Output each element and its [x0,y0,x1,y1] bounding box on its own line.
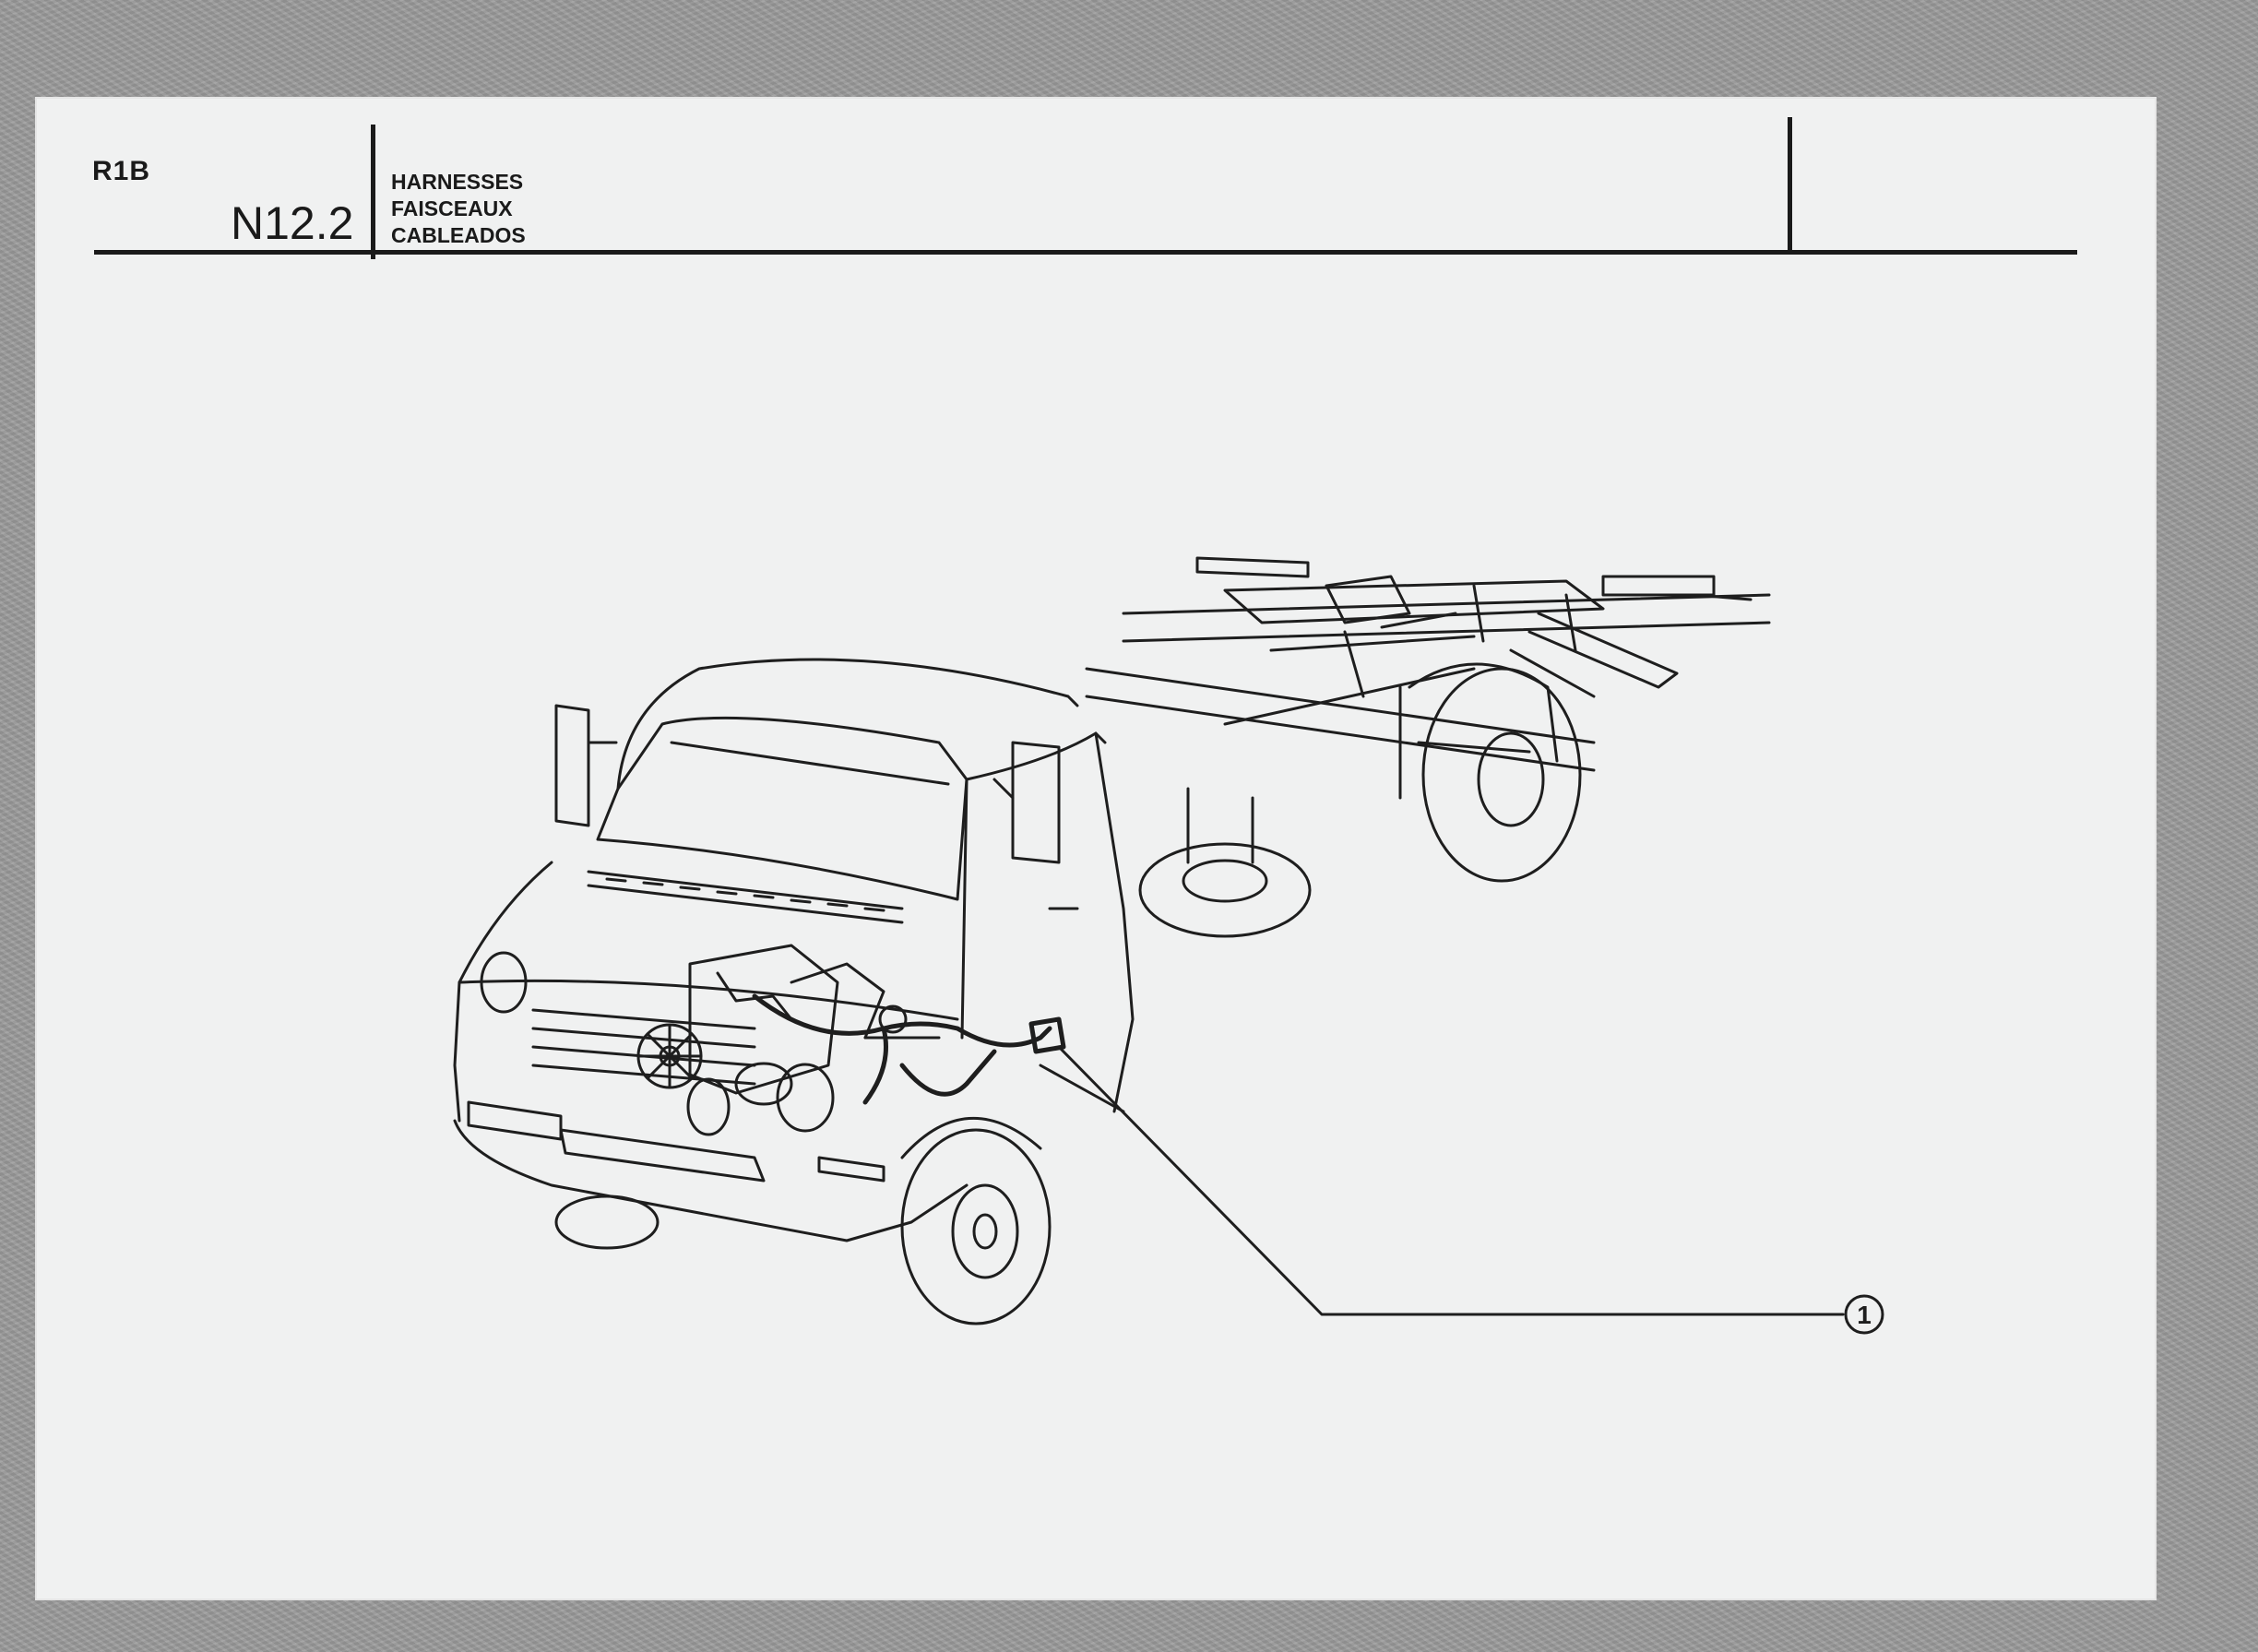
spare-wheel [1138,787,1312,938]
title-spanish: CABLEADOS [391,223,526,247]
callout-1-label: 1 [1857,1301,1872,1329]
document-code: R1B [92,156,151,186]
header-divider-left [371,125,375,259]
front-wheel [554,1117,1052,1325]
engine-block [636,944,941,1136]
section-number: N12.2 [231,197,354,249]
callout-1: 1 [1057,1045,1884,1335]
rear-wheel [1398,662,1582,883]
truck-chassis-cab-illustration: 1 [453,556,1884,1335]
chassis-frame [1085,575,1771,772]
header-rule [94,250,2077,255]
cab-body [453,658,1135,1242]
wiring-harness [752,993,1066,1105]
header-divider-right [1788,117,1792,254]
callout-1-circle [1844,1294,1884,1335]
title-french: FAISCEAUX [391,196,513,220]
header-titles: HARNESSES FAISCEAUX CABLEADOS [391,169,526,249]
title-english: HARNESSES [391,170,524,194]
document-page: R1B N12.2 HARNESSES FAISCEAUX CABLEADOS [35,97,2157,1600]
rear-crossmember [1195,556,1753,601]
